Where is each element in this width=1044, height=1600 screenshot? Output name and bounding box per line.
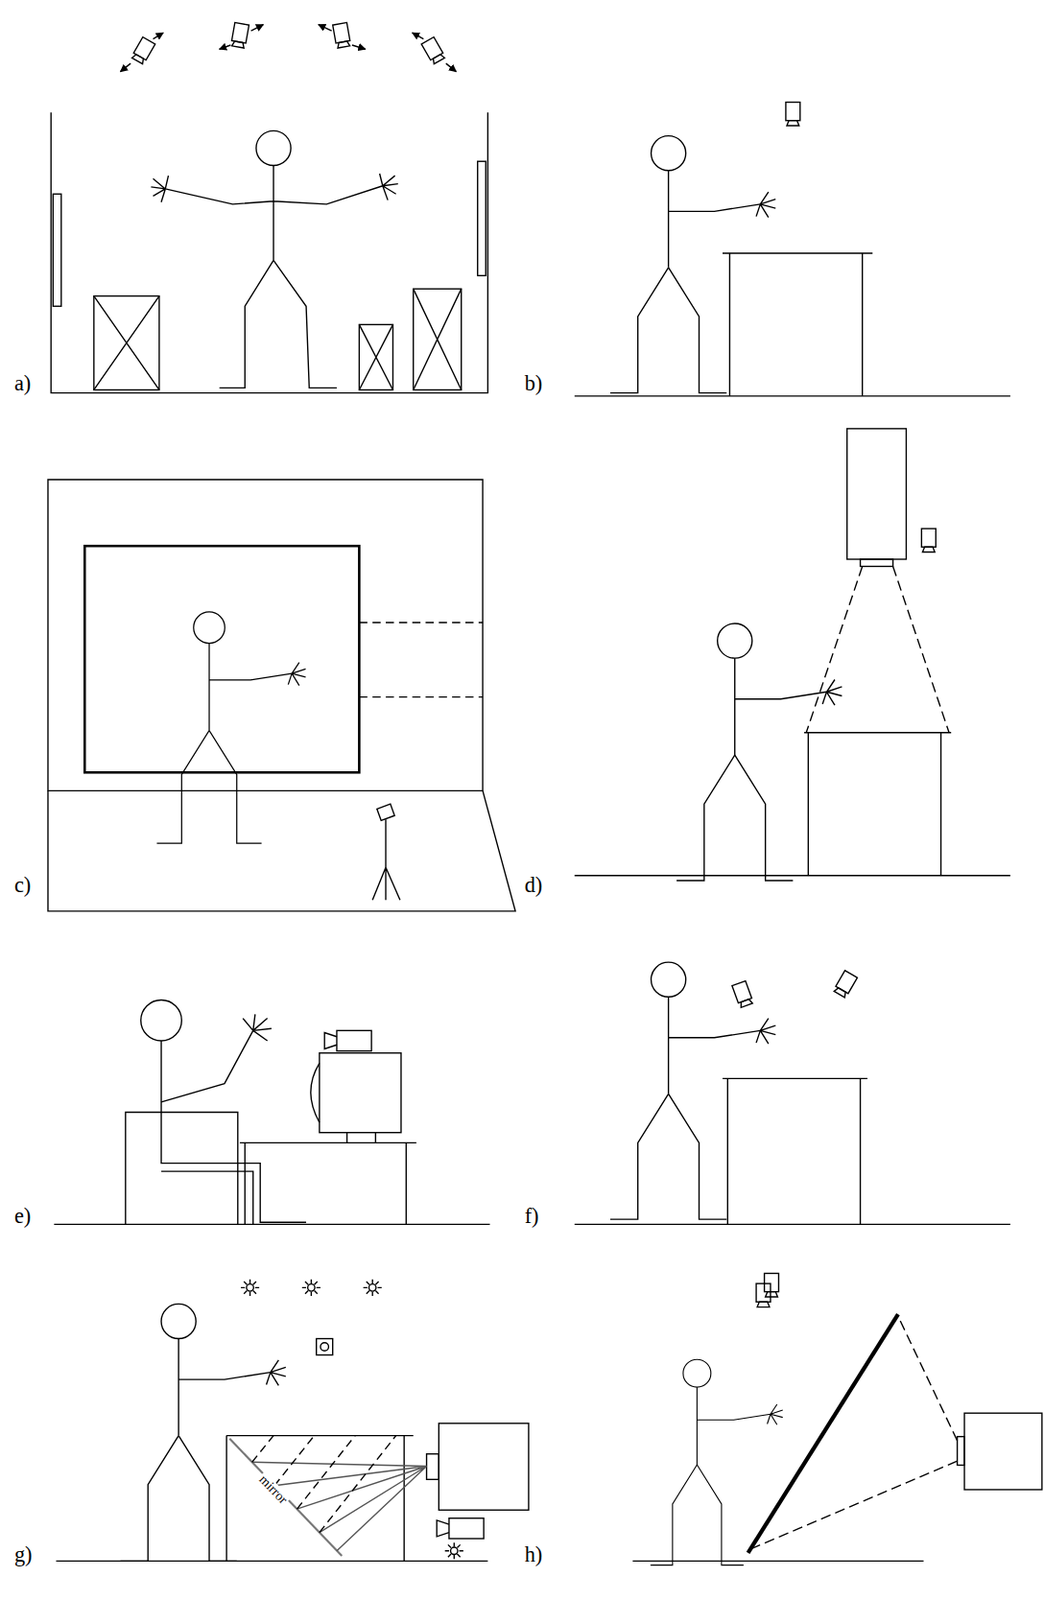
panel-d bbox=[574, 428, 1011, 881]
panel-g bbox=[55, 1280, 528, 1563]
panel-label: h) bbox=[524, 1544, 544, 1566]
panel-label: a) bbox=[14, 373, 31, 395]
panel-c bbox=[47, 479, 516, 912]
panel-label: f) bbox=[524, 1206, 540, 1228]
panel-label: e) bbox=[14, 1206, 31, 1228]
panel-label: b) bbox=[524, 373, 544, 395]
panel-h bbox=[632, 1273, 1042, 1566]
mirror-label: mirror bbox=[255, 1471, 291, 1509]
panel-label: d) bbox=[524, 875, 544, 897]
panel-e bbox=[53, 999, 490, 1225]
panel-label: g) bbox=[14, 1544, 33, 1566]
panel-label: c) bbox=[14, 875, 31, 897]
panel-a bbox=[50, 23, 488, 394]
panel-f bbox=[574, 962, 1011, 1225]
panel-b bbox=[574, 102, 1011, 397]
